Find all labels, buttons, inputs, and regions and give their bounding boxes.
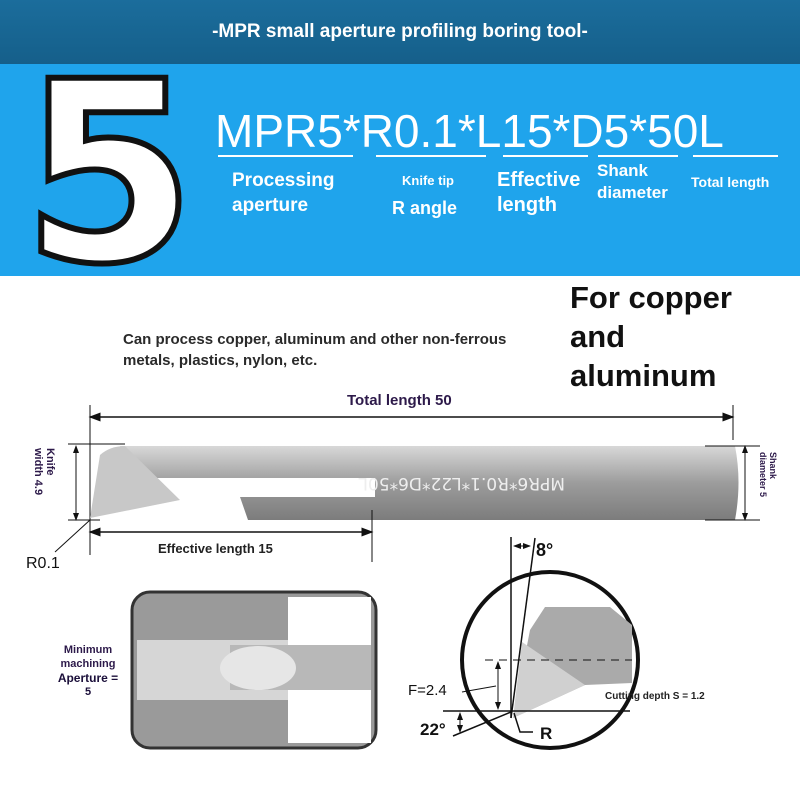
aperture-label: Minimum machining Aperture = 5 <box>50 643 126 699</box>
heading-line: For copper <box>570 280 732 315</box>
label-line: 5 <box>84 686 92 698</box>
underline <box>598 64 678 157</box>
material-description: Can process copper, aluminum and other n… <box>123 329 506 371</box>
cutting-depth-label: Cutting depth S = 1.2 <box>605 691 705 702</box>
spec-banner: 5 MPR5*R0.1*L15*D5*50L Processing apertur… <box>0 28 800 319</box>
angle-top-label: 8° <box>536 540 554 560</box>
label-effective: Effective length <box>497 168 580 218</box>
engraving: MPR6*R0.1*L22*D6*50L <box>358 473 565 493</box>
underline <box>376 64 486 157</box>
material-heading: For copper and aluminum <box>570 278 732 395</box>
label-line: length <box>497 194 557 216</box>
angle-bottom-label: 22° <box>420 720 446 739</box>
label-line: diameter <box>597 183 668 202</box>
label-tip-2: R angle <box>392 198 458 218</box>
header-title: -MPR small aperture profiling boring too… <box>0 0 800 64</box>
label-line: Processing <box>232 170 335 191</box>
label-line: Knife <box>44 448 56 476</box>
label-line: Minimum <box>63 644 113 656</box>
desc-line: Can process copper, aluminum and other n… <box>123 331 507 348</box>
label-line: Aperture = <box>57 671 119 685</box>
heading-line: aluminum <box>570 358 717 393</box>
label-aperture: Processing aperture <box>232 168 334 218</box>
total-length-label: Total length 50 <box>347 392 452 409</box>
heading-line: and <box>570 319 626 354</box>
underline <box>503 64 588 157</box>
label-line: width 4.9 <box>32 448 44 496</box>
underline <box>693 64 778 157</box>
r-label: R0.1 <box>26 555 60 572</box>
spec-code: MPR5*R0.1*L15*D5*50L <box>215 105 724 157</box>
label-line: Shank <box>768 452 778 480</box>
label-tip: Knife tip <box>402 173 454 188</box>
size-number: 5 <box>19 28 199 319</box>
label-line: aperture <box>232 195 309 216</box>
label-total: Total length <box>691 174 770 190</box>
label-line: machining <box>60 658 116 670</box>
label-shank: Shank diameter <box>597 160 668 204</box>
underline <box>218 64 353 157</box>
label-line: Effective <box>497 169 581 191</box>
r-detail-label: R <box>540 724 553 743</box>
label-line: Shank <box>597 161 649 180</box>
f-label: F=2.4 <box>408 682 447 699</box>
desc-line: metals, plastics, nylon, etc. <box>123 352 318 369</box>
effective-length-label: Effective length 15 <box>158 541 273 556</box>
label-line: diameter 5 <box>758 452 768 498</box>
